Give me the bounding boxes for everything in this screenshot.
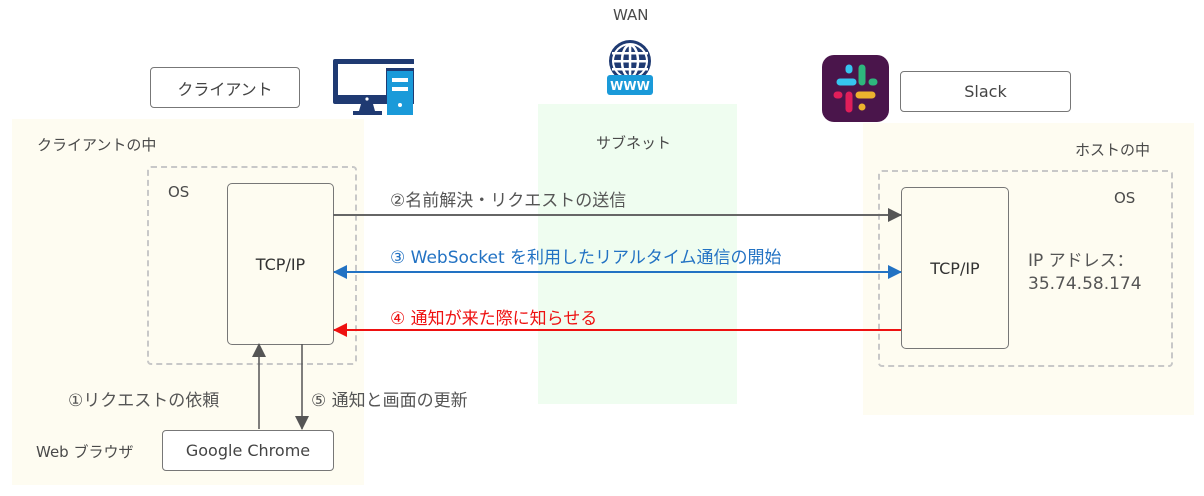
step3-label: ③ WebSocket を利用したリアルタイム通信の開始	[390, 248, 782, 268]
slack-logo-icon	[822, 55, 889, 122]
browser-label: Web ブラウザ	[36, 443, 134, 461]
wan-label: WAN	[613, 6, 649, 24]
client-tcpip-box: TCP/IP	[227, 183, 334, 345]
client-label-box: クライアント	[150, 67, 300, 108]
client-os-label: OS	[168, 183, 190, 201]
host-os-label: OS	[1114, 189, 1136, 207]
desktop-computer-icon	[332, 58, 416, 116]
step4-label: ④ 通知が来た際に知らせる	[390, 309, 598, 329]
step1-label: ①リクエストの依頼	[68, 391, 220, 411]
subnet-label: サブネット	[596, 134, 672, 152]
ip-address-label: IP アドレス：	[1028, 251, 1134, 271]
www-badge-text: WWW	[610, 79, 650, 93]
host-tcpip-box: TCP/IP	[901, 187, 1009, 349]
step2-label: ②名前解決・リクエストの送信	[390, 191, 627, 211]
host-zone-label: ホストの中	[1075, 141, 1151, 159]
slack-label-box: Slack	[900, 71, 1071, 112]
step5-label: ⑤ 通知と画面の更新	[311, 391, 468, 411]
google-chrome-box: Google Chrome	[162, 430, 334, 471]
globe-www-icon: WWW	[603, 38, 657, 96]
client-zone-label: クライアントの中	[37, 136, 157, 154]
ip-address-value: 35.74.58.174	[1028, 274, 1142, 294]
subnet-zone	[538, 104, 737, 404]
